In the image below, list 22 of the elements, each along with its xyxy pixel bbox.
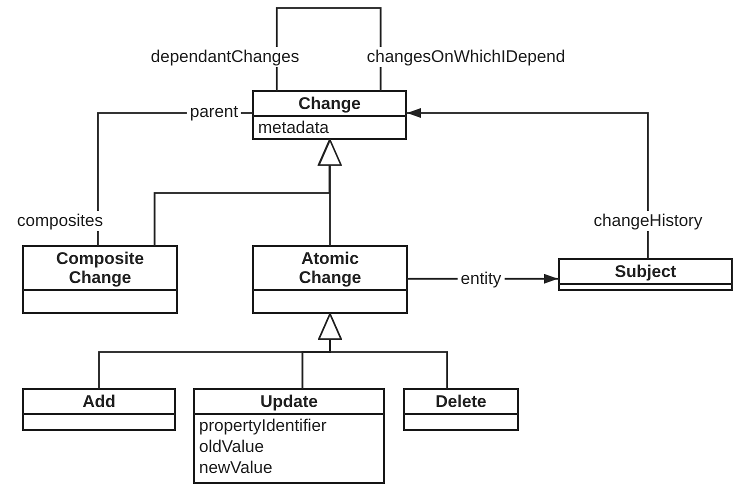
class-name: Update <box>195 390 383 415</box>
class-name: Delete <box>405 390 517 415</box>
attribute-text: newValue <box>199 457 274 478</box>
class-name: Add <box>24 390 174 415</box>
class-box <box>403 388 519 431</box>
class-name: Composite Change <box>24 247 176 291</box>
attribute-text: propertyIdentifier <box>199 415 328 436</box>
class-name: Subject <box>560 260 731 285</box>
class-box <box>252 245 408 314</box>
class-box <box>252 90 407 140</box>
class-name: Change <box>254 92 405 117</box>
association-arrow <box>407 108 649 258</box>
class-name: Atomic Change <box>254 247 406 291</box>
generalization-arrow <box>318 313 448 388</box>
class-box <box>193 388 385 484</box>
class-box <box>22 245 178 314</box>
class-box <box>22 388 176 431</box>
generalization-arrow <box>318 139 342 245</box>
attribute-text: oldValue <box>199 436 265 457</box>
edge-label: entity <box>458 269 504 289</box>
class-box <box>558 258 733 291</box>
attribute-text: metadata <box>258 117 330 138</box>
